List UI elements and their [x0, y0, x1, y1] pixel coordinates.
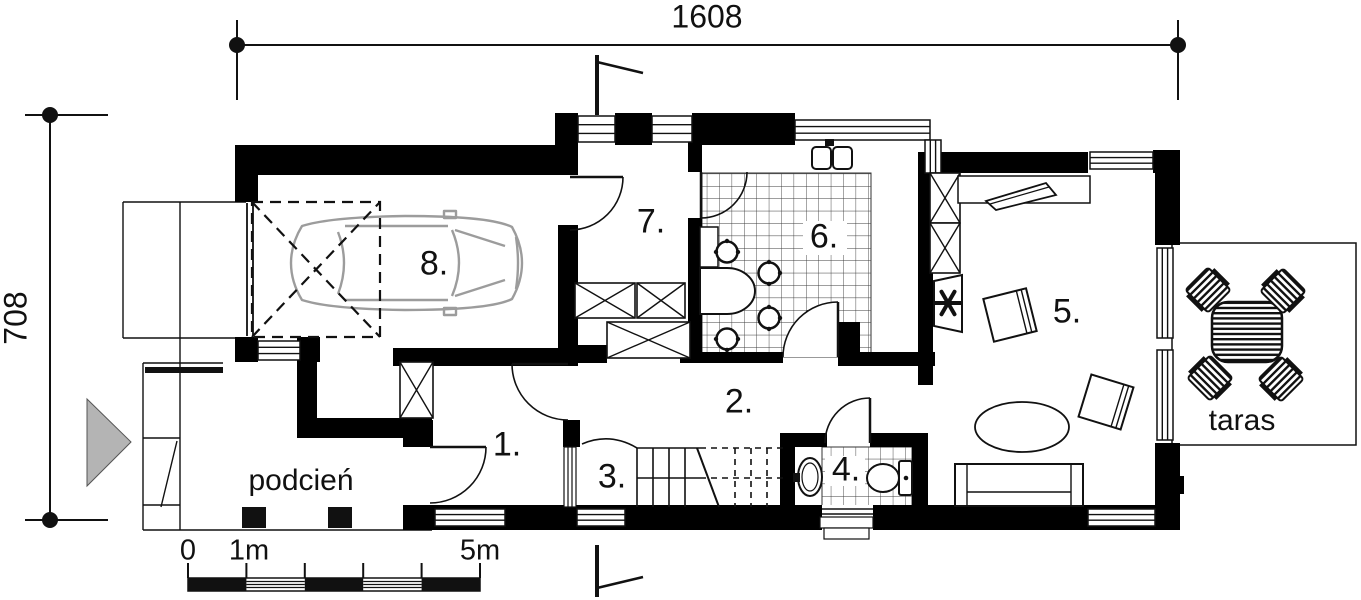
scale-bar [187, 563, 481, 592]
porch-columns [242, 507, 352, 528]
dimension-top-label: 1608 [671, 0, 743, 35]
door-icon [429, 445, 487, 504]
terrace-chair-icon [1260, 268, 1306, 314]
sofa-icon [954, 463, 1084, 507]
label-patch [803, 221, 847, 255]
dimension-left-label: 708 [0, 291, 34, 345]
walls [235, 113, 1184, 530]
wardrobe-icon [399, 361, 434, 419]
wardrobe-icon [606, 321, 691, 359]
armchair-icon [1077, 373, 1135, 431]
dining-chair-icon [757, 304, 783, 332]
back-door-step [819, 505, 874, 540]
fireplace-icon [933, 273, 963, 334]
terrace-label: taras [1208, 404, 1276, 437]
window-icon [1156, 247, 1174, 339]
entrance-arrow-icon [86, 397, 132, 488]
dining-chair-icon [713, 327, 741, 353]
door-icon [511, 362, 569, 421]
room-label-8: 8. [419, 244, 449, 283]
washbasin-icon [793, 457, 823, 497]
window-icon [794, 119, 931, 141]
scale-label-5m: 5m [459, 534, 501, 567]
wardrobe-icon [636, 282, 686, 319]
window-icon [651, 115, 693, 143]
window-icon [924, 139, 942, 174]
dining-chair-icon [757, 259, 783, 287]
window-icon [434, 508, 506, 527]
room-label-7: 7. [636, 202, 666, 241]
section-mark-bottom [595, 545, 644, 597]
room-label-5: 5. [1052, 292, 1082, 331]
dining-table-icon [699, 267, 756, 315]
wardrobe-icon [574, 282, 636, 319]
dimension-left [25, 107, 108, 528]
dining-chairs [713, 238, 783, 353]
window-icon [1087, 508, 1156, 527]
skylight-dashed-icon [250, 200, 382, 339]
wardrobes [399, 172, 961, 419]
room-label-6: 6. [809, 217, 839, 256]
terrace-chair-icon [1258, 356, 1304, 402]
stairs-icon [581, 438, 783, 508]
car-icon [289, 209, 524, 317]
terrace-chair-icon [1185, 267, 1231, 313]
toilet-icon [866, 460, 913, 496]
glazed-partition [563, 446, 577, 508]
window-icon [1089, 151, 1154, 170]
armchair-icon [982, 287, 1038, 343]
dining-chair-icon [713, 238, 741, 264]
terrace-chairs [1185, 267, 1306, 402]
room-label-1: 1. [492, 425, 522, 464]
driveway-lines [122, 201, 246, 530]
coffee-table-icon [974, 401, 1070, 453]
dimension-top [229, 20, 1186, 100]
kitchen-counter [699, 226, 719, 268]
door-icon [824, 397, 872, 444]
section-mark-top [595, 55, 644, 115]
door-icon [699, 171, 748, 219]
room-label-2: 2. [724, 382, 754, 421]
entrance-steps [142, 362, 432, 531]
scale-label-0: 0 [179, 534, 197, 567]
terrace-table-icon [1210, 300, 1284, 364]
room-label-4: 4. [831, 450, 861, 489]
window-icon [1156, 349, 1174, 441]
door-icon [782, 301, 840, 358]
porch-label: podcień [248, 464, 354, 497]
kitchen-sink-icon [811, 139, 853, 170]
door-icon [569, 175, 624, 231]
window-icon [257, 340, 301, 361]
label-patch [825, 456, 865, 486]
windows [246, 115, 1174, 527]
window-icon [577, 115, 616, 143]
room-label-3: 3. [597, 457, 627, 496]
doors [429, 171, 872, 504]
window-icon [576, 508, 626, 527]
wardrobe-icon [929, 222, 961, 274]
scale-label-1m: 1m [228, 534, 270, 567]
terrace-chair-icon [1187, 355, 1233, 401]
wardrobe-icon [929, 172, 961, 224]
tv-icon [984, 181, 1058, 211]
